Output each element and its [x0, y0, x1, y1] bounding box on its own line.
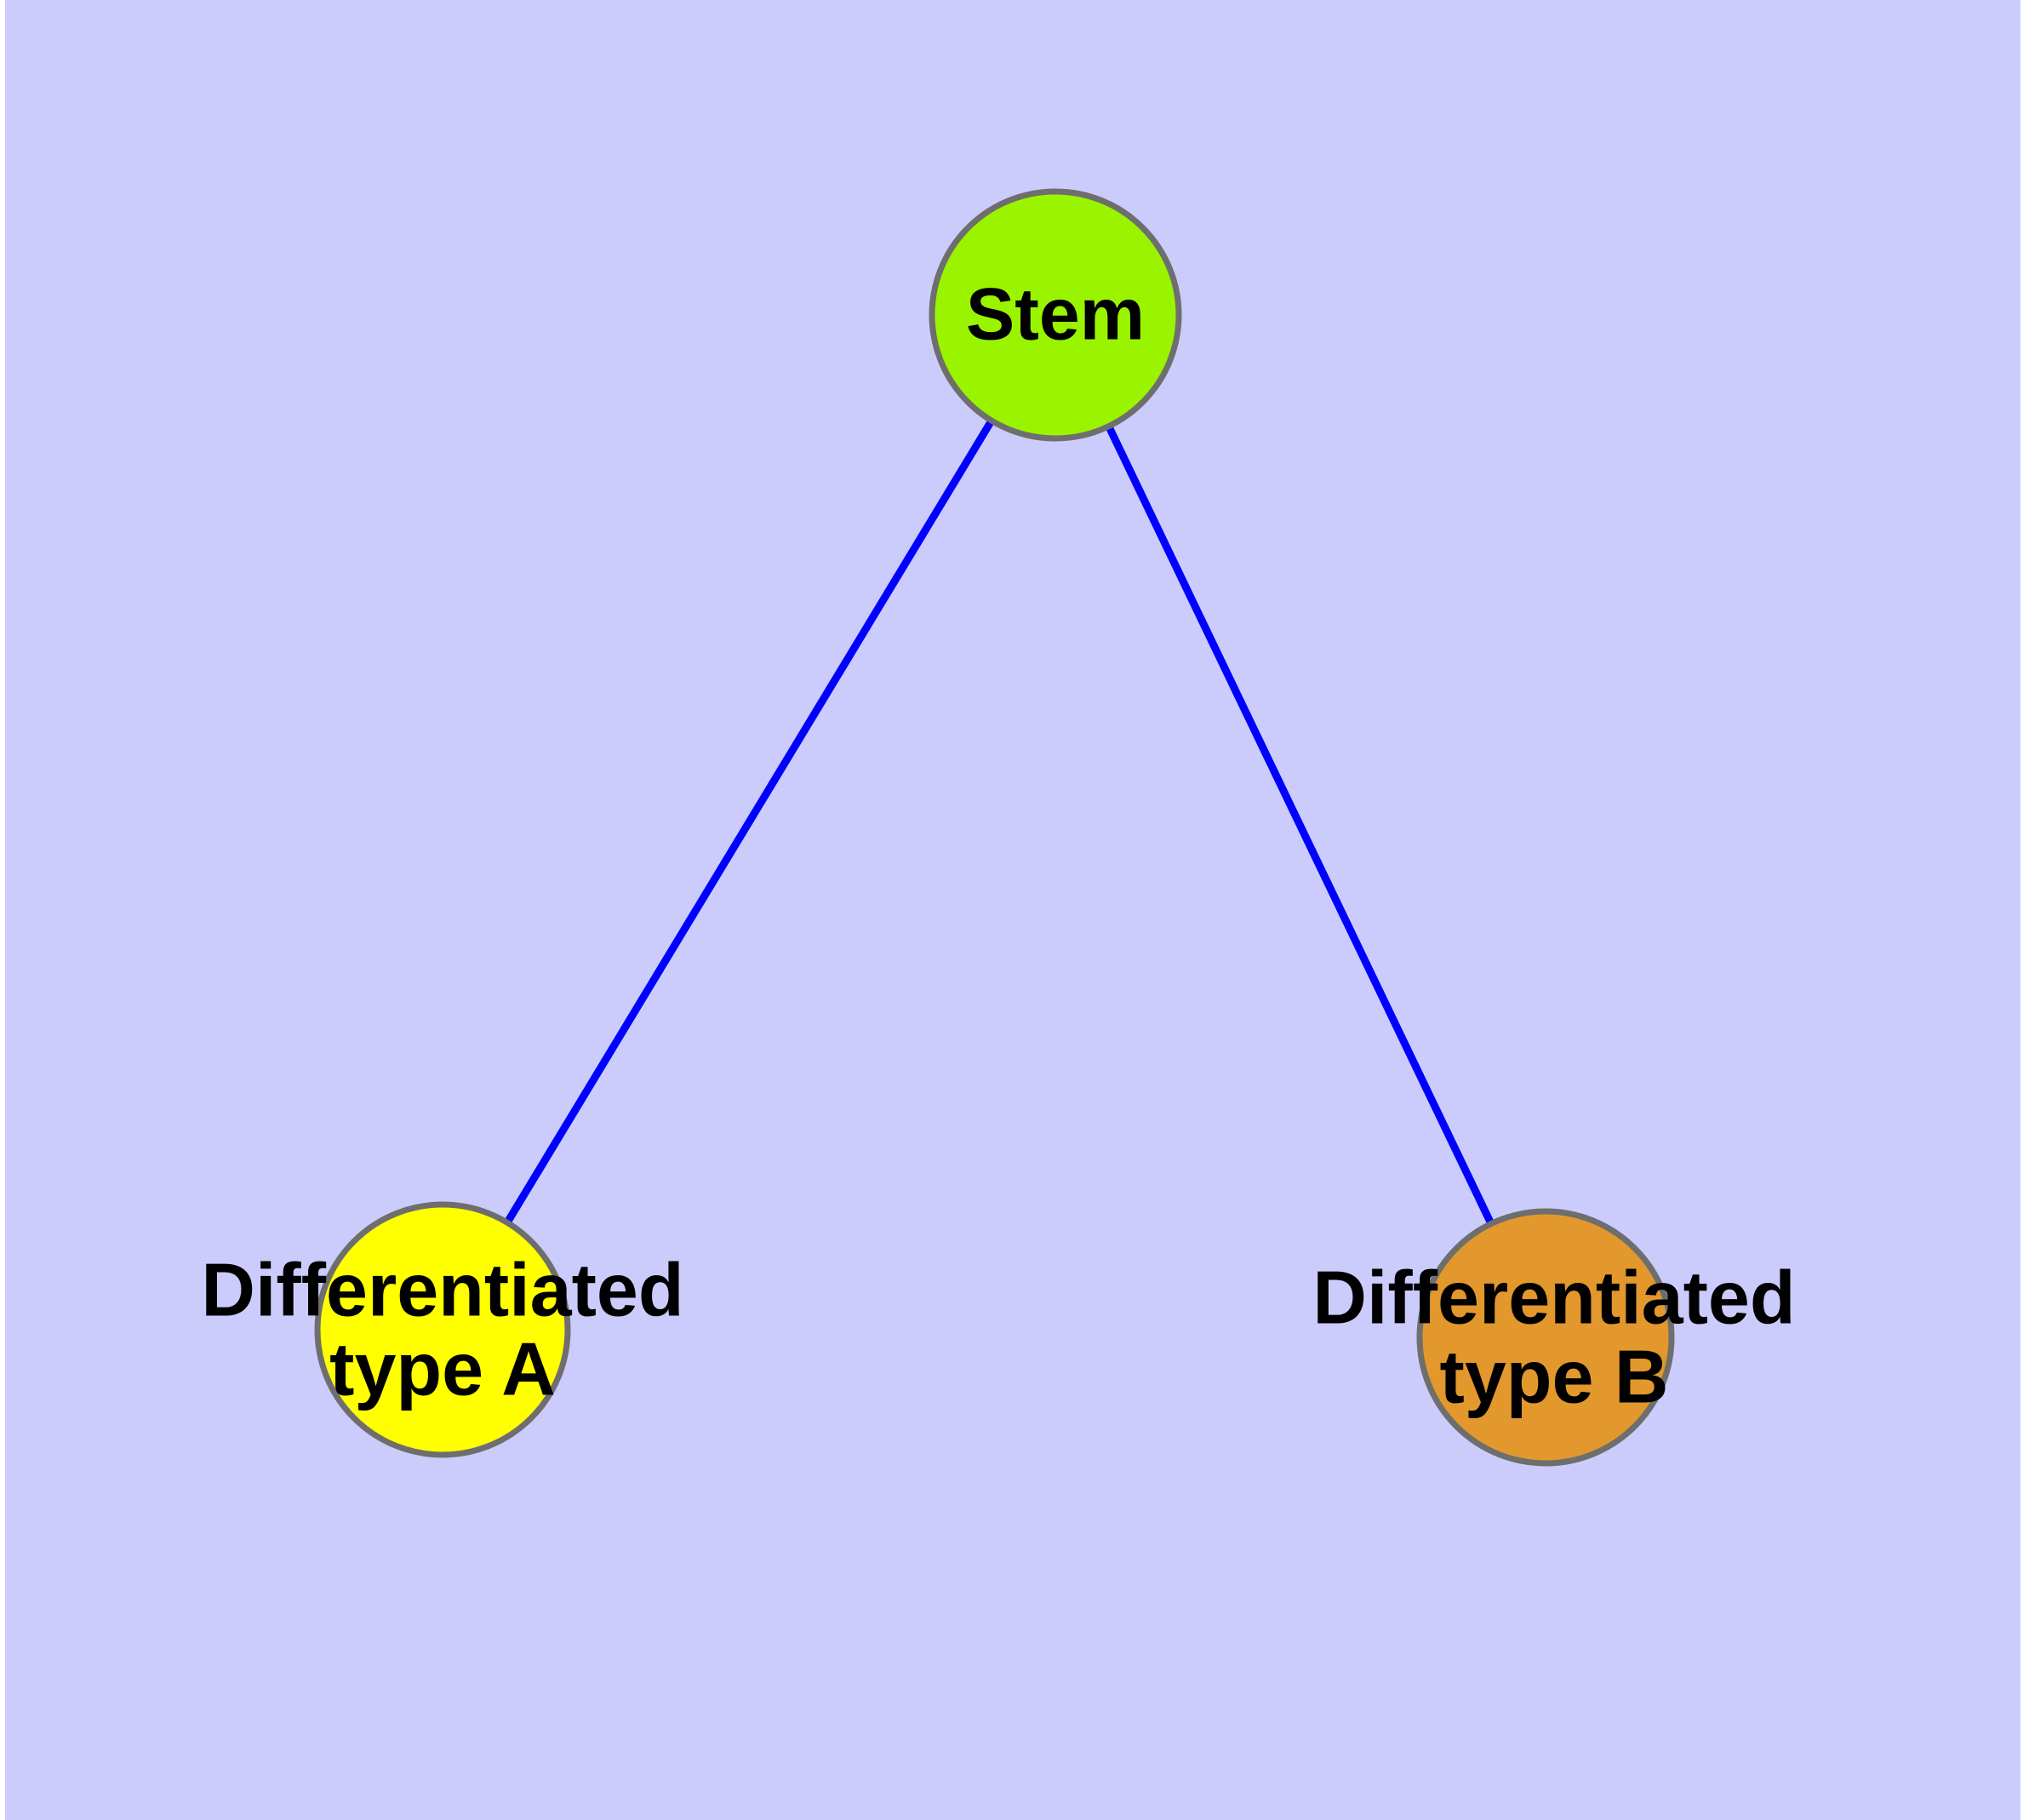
nodes-group [314, 188, 1675, 1467]
node-differentiated-type-a[interactable] [314, 1201, 571, 1458]
edge-stem-to-differentiated-type-a[interactable] [439, 312, 1059, 1332]
node-differentiated-type-b[interactable] [1416, 1208, 1675, 1467]
edges-group [439, 312, 1550, 1339]
edge-stem-to-differentiated-type-b[interactable] [1051, 313, 1550, 1339]
node-stem[interactable] [929, 188, 1182, 442]
